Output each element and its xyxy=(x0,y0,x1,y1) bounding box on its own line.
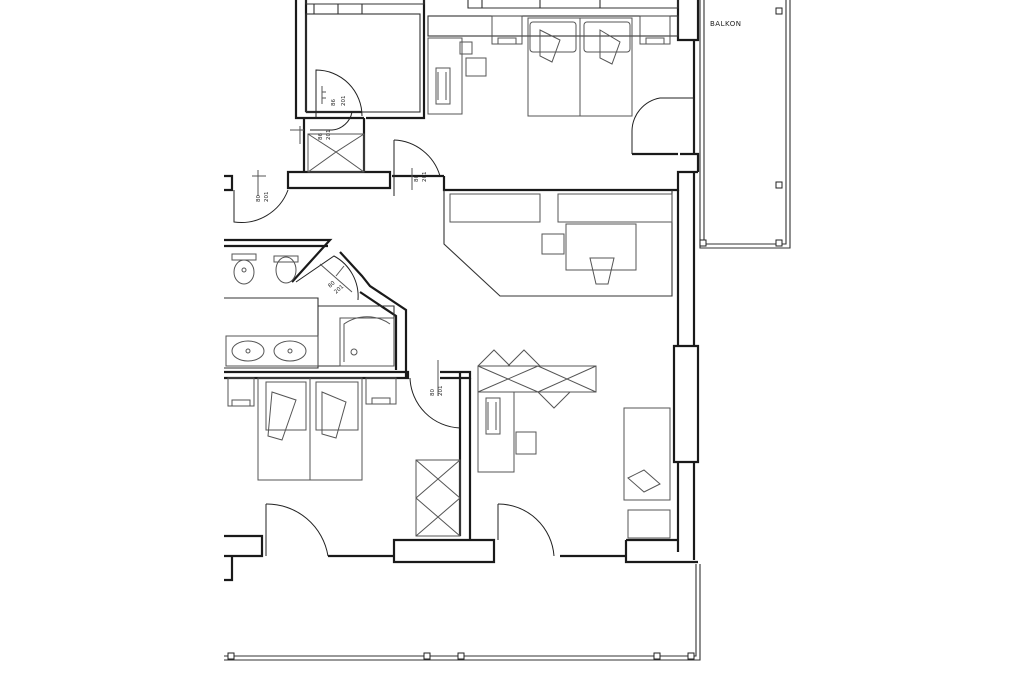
svg-text:201: 201 xyxy=(438,386,444,397)
wc-upper xyxy=(307,111,365,173)
svg-text:80: 80 xyxy=(256,195,262,202)
nightstand-lower-left xyxy=(227,377,255,407)
nightstand-upper-right xyxy=(639,15,671,45)
dining-table xyxy=(541,223,637,285)
svg-text:86: 86 xyxy=(331,99,337,106)
balcony-railing-right xyxy=(699,0,791,249)
door-mark-wc-upper: 86 201 xyxy=(321,86,347,107)
svg-text:201: 201 xyxy=(341,96,347,107)
dimension-mark-wc: 86 201 xyxy=(290,126,332,144)
bidet xyxy=(273,255,299,284)
balcony-label: BALKON xyxy=(710,20,741,28)
desk-lower xyxy=(477,391,537,473)
svg-text:86: 86 xyxy=(318,133,324,140)
top-left-room xyxy=(305,0,425,113)
double-sink xyxy=(225,335,319,367)
cabinet-small xyxy=(627,509,671,539)
desk-upper xyxy=(427,37,487,115)
bathroom xyxy=(224,297,395,369)
wardrobe-lower xyxy=(415,459,461,537)
svg-text:201: 201 xyxy=(264,192,270,203)
svg-text:201: 201 xyxy=(333,284,345,295)
svg-text:80: 80 xyxy=(430,389,436,396)
door-living xyxy=(497,503,555,557)
double-bed-lower xyxy=(257,377,363,481)
door-wc-upper: 86 201 xyxy=(315,69,363,118)
svg-text:80: 80 xyxy=(327,280,337,289)
svg-text:201: 201 xyxy=(422,172,428,183)
door-lower-bedroom xyxy=(265,503,329,557)
nightstand-lower-right xyxy=(365,377,397,405)
door-entry: 80 201 xyxy=(393,139,441,196)
wardrobe-hall xyxy=(477,349,597,409)
kitchen-counter xyxy=(443,190,673,297)
toilet xyxy=(231,253,257,285)
nightstand-upper-left xyxy=(491,15,523,45)
shower xyxy=(339,316,395,367)
door-hall-left: 80 201 xyxy=(233,170,289,223)
door-bath: 80 201 xyxy=(295,255,359,301)
door-upper-bedroom xyxy=(631,97,695,154)
double-bed-upper xyxy=(527,17,633,117)
balcony-railing-bottom xyxy=(224,564,701,661)
door-bedroom: 80 201 xyxy=(409,360,461,429)
walls xyxy=(224,0,700,582)
svg-text:201: 201 xyxy=(326,130,332,141)
svg-text:80: 80 xyxy=(414,175,420,182)
sofa xyxy=(623,407,671,501)
